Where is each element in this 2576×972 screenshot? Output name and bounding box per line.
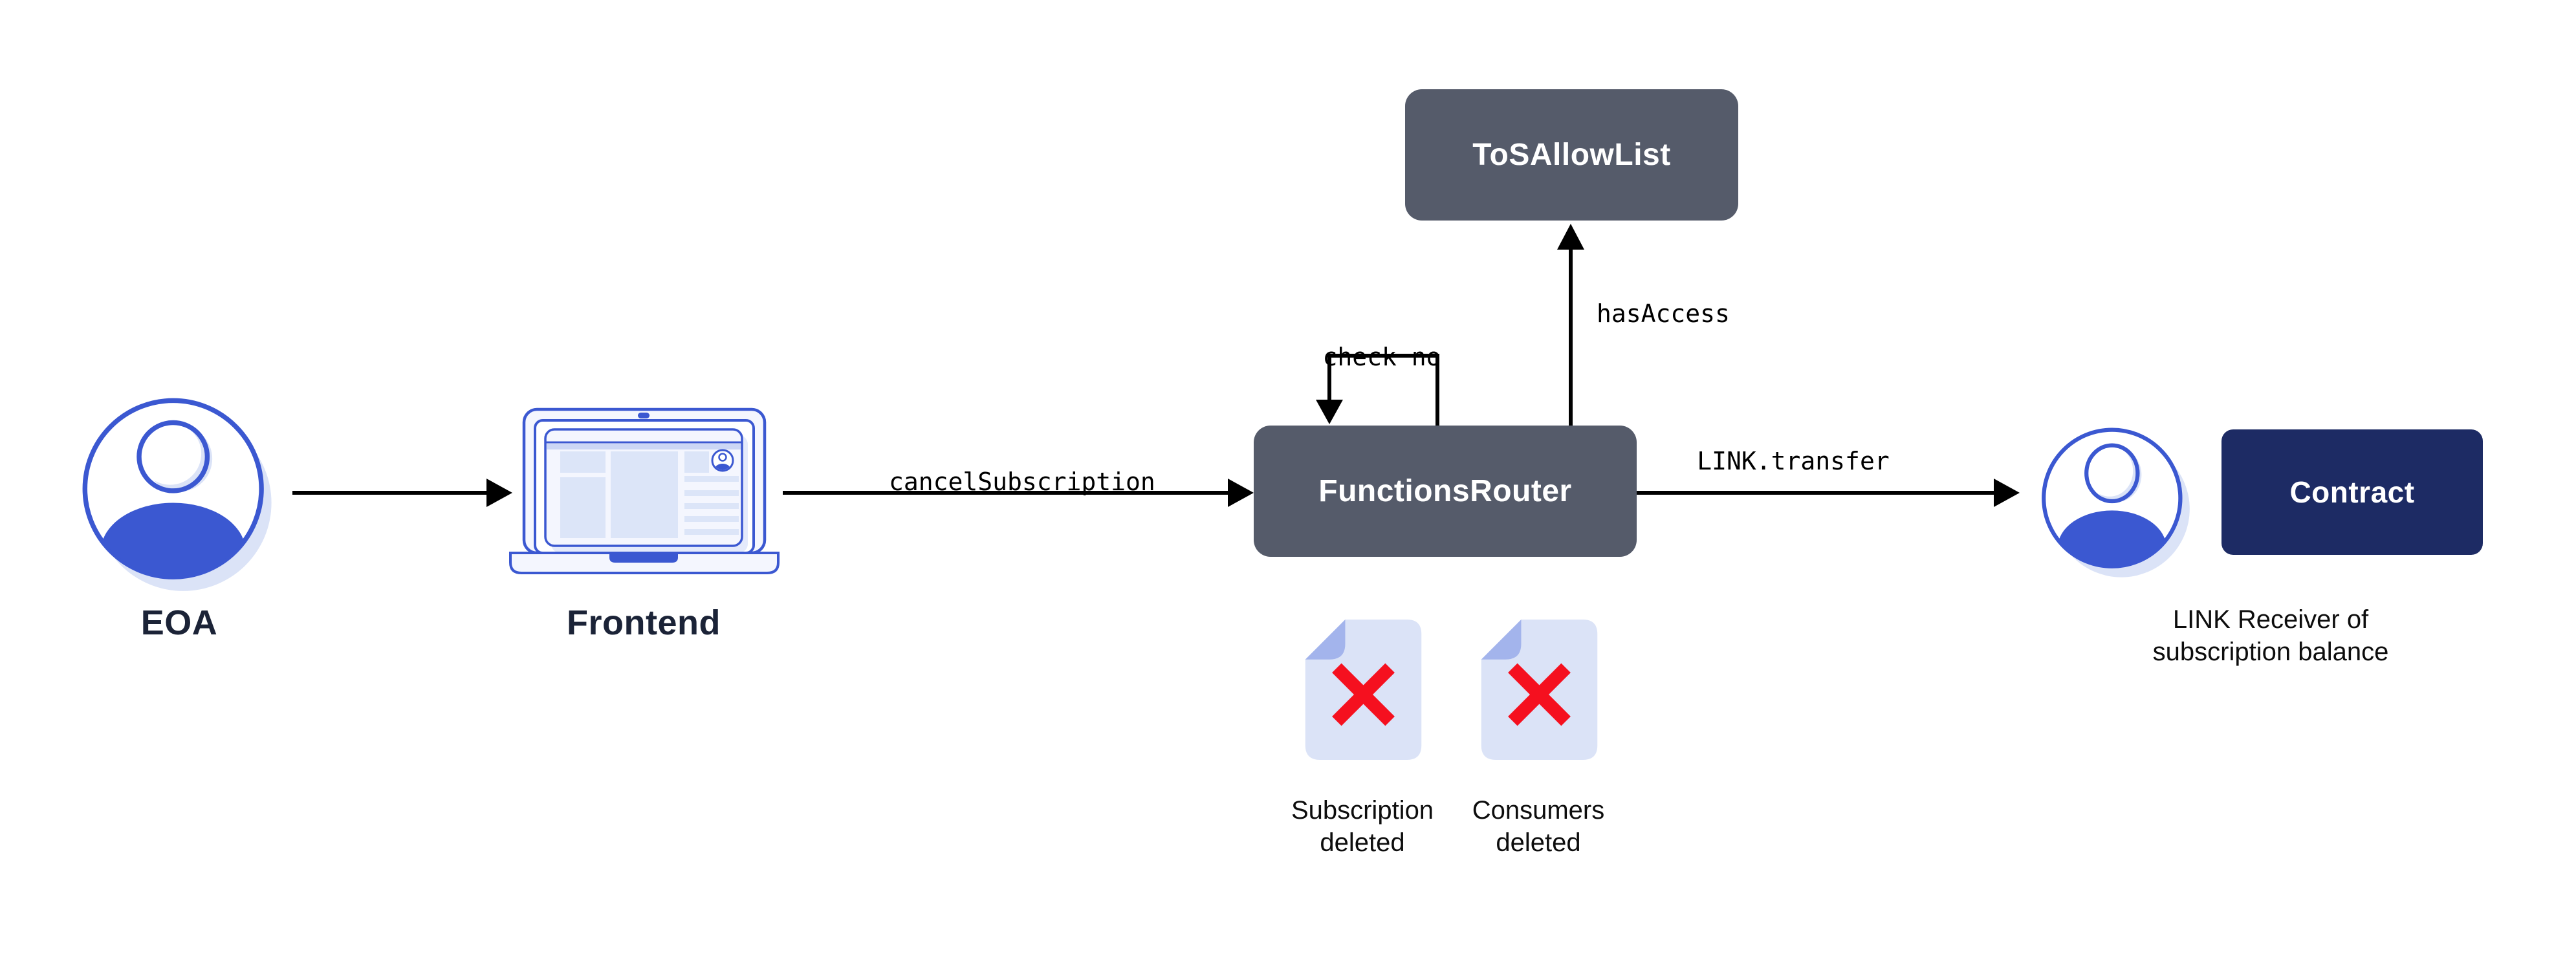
contract-node: Contract [2221, 429, 2483, 555]
tos-allow-list-label: ToSAllowList [1472, 138, 1671, 172]
link-receiver-person-avatar-icon [2042, 427, 2190, 578]
arrow-router-to-tos [1557, 224, 1584, 426]
eoa-label: EOA [140, 603, 218, 642]
browser-user-avatar-icon [711, 449, 734, 472]
edge-label-has-access: hasAccess [1597, 299, 1730, 328]
frontend-label: Frontend [567, 603, 721, 642]
red-x-icon [1508, 663, 1571, 726]
tos-allow-list-node: ToSAllowList [1405, 89, 1738, 221]
frontend-laptop-browser-icon [509, 407, 780, 574]
arrow-router-to-receiver [1637, 479, 2020, 507]
link-receiver-caption: LINK Receiver of subscription balance [2152, 605, 2389, 666]
red-x-icon [1332, 663, 1395, 726]
consumers-deleted-document-icon [1481, 620, 1598, 760]
arrow-frontend-to-router [783, 479, 1254, 507]
contract-label: Contract [2289, 475, 2415, 509]
arrow-router-self-loop [1316, 354, 1439, 426]
subscription-deleted-caption: Subscription deleted [1291, 796, 1434, 857]
functions-router-node: FunctionsRouter [1254, 426, 1637, 557]
edge-label-cancel-subscription: cancelSubscription [889, 468, 1155, 496]
consumers-deleted-caption: Consumers deleted [1472, 796, 1605, 857]
edge-label-link-transfer: LINK.transfer [1697, 447, 1890, 475]
subscription-deleted-document-icon [1305, 620, 1422, 760]
eoa-person-avatar-icon [82, 398, 272, 591]
arrow-eoa-to-frontend [292, 479, 512, 507]
functions-router-label: FunctionsRouter [1318, 474, 1572, 508]
